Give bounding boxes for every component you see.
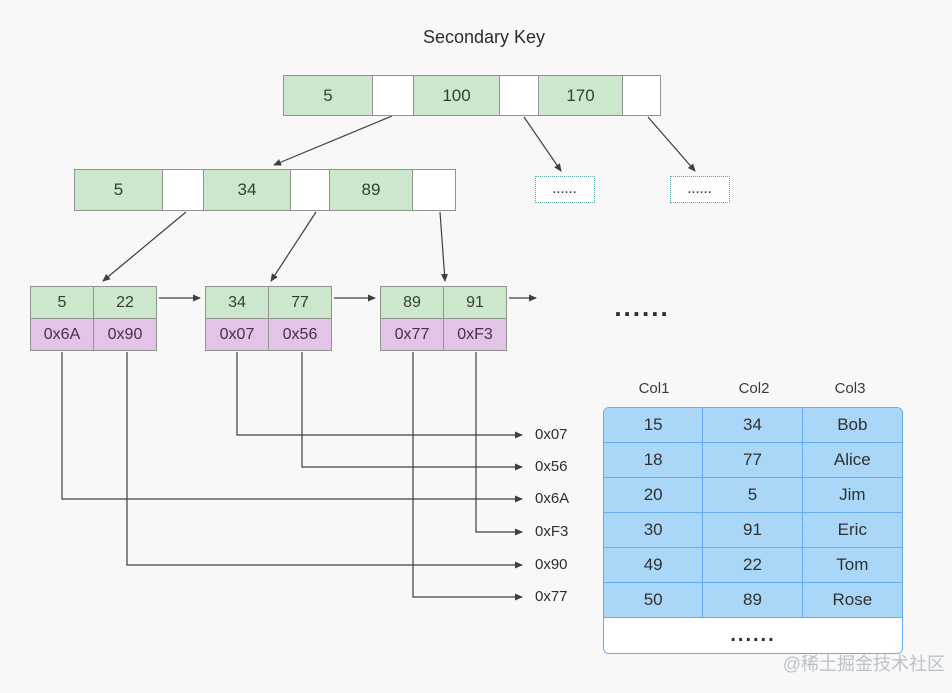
- table-cell: Jim: [802, 478, 902, 513]
- leaf-pointer-cell: 0x56: [268, 318, 332, 351]
- table-cell: 15: [604, 408, 704, 443]
- collapsed-node-placeholder: ......: [535, 176, 595, 203]
- internal-key-cell: 34: [203, 169, 291, 211]
- root-pointer-cell: [372, 75, 414, 116]
- pointer-label: 0x77: [535, 588, 568, 605]
- table-cell: 30: [604, 513, 704, 548]
- table-row: 15 34 Bob: [604, 408, 902, 443]
- table-cell: 18: [604, 443, 704, 478]
- root-node: 5 100 170: [283, 75, 661, 116]
- data-table: 15 34 Bob 18 77 Alice 20 5 Jim 30 91 Eri…: [603, 407, 903, 654]
- table-row: 30 91 Eric: [604, 513, 902, 548]
- more-leaves-ellipsis: ......: [614, 292, 670, 322]
- table-cell: 91: [703, 513, 803, 548]
- table-cell: 49: [604, 548, 704, 583]
- leaf-pointer-cell: 0x07: [205, 318, 269, 351]
- leaf-key-cell: 5: [30, 286, 94, 319]
- leaf-key-cell: 89: [380, 286, 444, 319]
- internal-pointer-cell: [290, 169, 330, 211]
- root-key-cell: 100: [413, 75, 500, 116]
- root-pointer-cell: [622, 75, 661, 116]
- pointer-label: 0x56: [535, 458, 568, 475]
- table-cell: Rose: [802, 583, 902, 618]
- table-column-header: Col2: [738, 380, 770, 397]
- table-cell: 5: [703, 478, 803, 513]
- table-cell: 89: [703, 583, 803, 618]
- collapsed-node-placeholder: ......: [670, 176, 730, 203]
- table-row: 49 22 Tom: [604, 548, 902, 583]
- diagram-title: Secondary Key: [422, 27, 546, 47]
- table-row: 18 77 Alice: [604, 443, 902, 478]
- table-cell: 34: [703, 408, 803, 443]
- table-cell: 50: [604, 583, 704, 618]
- table-cell: Tom: [802, 548, 902, 583]
- internal-pointer-cell: [412, 169, 456, 211]
- table-row: 20 5 Jim: [604, 478, 902, 513]
- pointer-label: 0x6A: [535, 490, 570, 507]
- internal-node: 5 34 89: [74, 169, 456, 211]
- leaf-pointer-cell: 0x90: [93, 318, 157, 351]
- root-pointer-cell: [499, 75, 539, 116]
- leaf-key-cell: 22: [93, 286, 157, 319]
- internal-pointer-cell: [162, 169, 204, 211]
- root-key-cell: 170: [538, 75, 623, 116]
- leaf-pointer-cell: 0xF3: [443, 318, 507, 351]
- internal-key-cell: 5: [74, 169, 163, 211]
- table-cell: Bob: [802, 408, 902, 443]
- table-column-header: Col1: [638, 380, 670, 397]
- leaf-key-cell: 77: [268, 286, 332, 319]
- pointer-label: 0x90: [535, 556, 568, 573]
- table-cell: 77: [703, 443, 803, 478]
- leaf-node-2: 34 77 0x07 0x56: [205, 286, 333, 351]
- leaf-pointer-cell: 0x6A: [30, 318, 94, 351]
- internal-key-cell: 89: [329, 169, 413, 211]
- table-more-rows-ellipsis: ......: [604, 618, 902, 653]
- watermark: @稀土掘金技术社区: [782, 654, 945, 674]
- table-cell: 20: [604, 478, 704, 513]
- leaf-key-cell: 34: [205, 286, 269, 319]
- table-row: 50 89 Rose: [604, 583, 902, 618]
- leaf-node-1: 5 22 0x6A 0x90: [30, 286, 158, 351]
- pointer-label: 0x07: [535, 426, 568, 443]
- table-cell: Eric: [802, 513, 902, 548]
- leaf-node-3: 89 91 0x77 0xF3: [380, 286, 508, 351]
- table-cell: 22: [703, 548, 803, 583]
- table-cell: Alice: [802, 443, 902, 478]
- leaf-pointer-cell: 0x77: [380, 318, 444, 351]
- table-column-header: Col3: [834, 380, 866, 397]
- root-key-cell: 5: [283, 75, 373, 116]
- leaf-key-cell: 91: [443, 286, 507, 319]
- pointer-label: 0xF3: [535, 523, 569, 540]
